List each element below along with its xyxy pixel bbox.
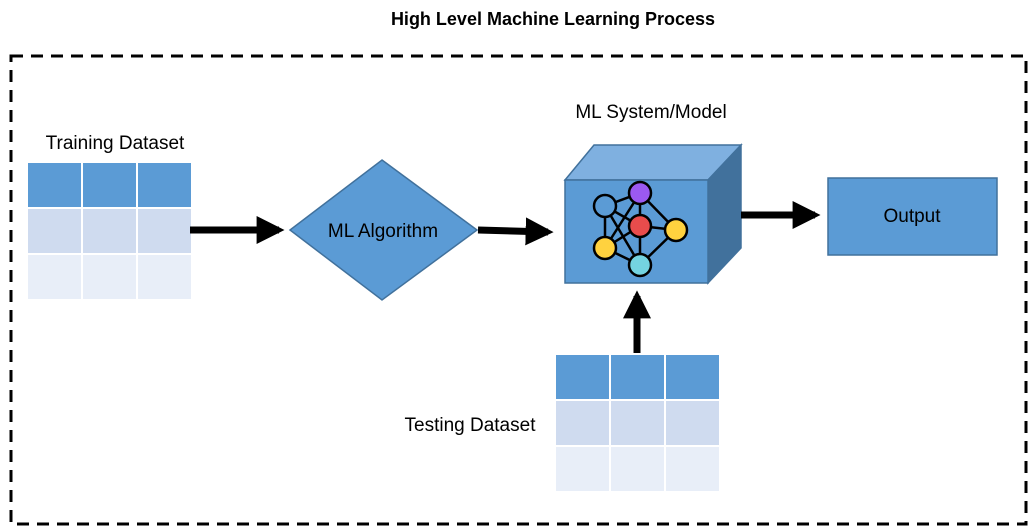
table-cell: [136, 207, 193, 255]
neural-network-icon: [592, 180, 689, 278]
ml-algorithm-diamond[interactable]: [288, 159, 479, 301]
network-node-cyan: [627, 252, 653, 278]
training-dataset-label: Training Dataset: [46, 133, 185, 154]
table-cell: [609, 353, 666, 401]
network-node-yellow-right: [663, 217, 689, 243]
testing-dataset-label: Testing Dataset: [405, 415, 537, 436]
table-cell: [81, 207, 138, 255]
table-cell: [664, 353, 721, 401]
output-label: Output: [883, 206, 941, 227]
arrow-algorithm-to-model: [477, 217, 554, 246]
table-cell: [26, 161, 83, 209]
table-cell: [26, 253, 83, 301]
ml-model-label: ML System/Model: [575, 102, 726, 123]
table-cell: [554, 399, 611, 447]
ml-algorithm-label: ML Algorithm: [328, 221, 438, 242]
table-cell: [664, 445, 721, 493]
table-cell: [81, 161, 138, 209]
table-cell: [81, 253, 138, 301]
output-box[interactable]: [827, 177, 998, 256]
table-cell: [664, 399, 721, 447]
table-cell: [554, 353, 611, 401]
table-cell: [136, 253, 193, 301]
testing-dataset-table: [554, 353, 721, 493]
ml-model-cube[interactable]: [563, 143, 743, 285]
table-cell: [609, 399, 666, 447]
training-dataset-table: [26, 161, 193, 301]
network-node-purple: [627, 180, 653, 206]
table-cell: [26, 207, 83, 255]
network-node-red: [627, 213, 653, 239]
diagram-title: High Level Machine Learning Process: [391, 9, 715, 29]
table-cell: [136, 161, 193, 209]
network-node-blue: [592, 193, 618, 219]
table-cell: [554, 445, 611, 493]
process-boundary: [9, 54, 1028, 526]
network-node-yellow-left: [592, 235, 618, 261]
table-cell: [609, 445, 666, 493]
